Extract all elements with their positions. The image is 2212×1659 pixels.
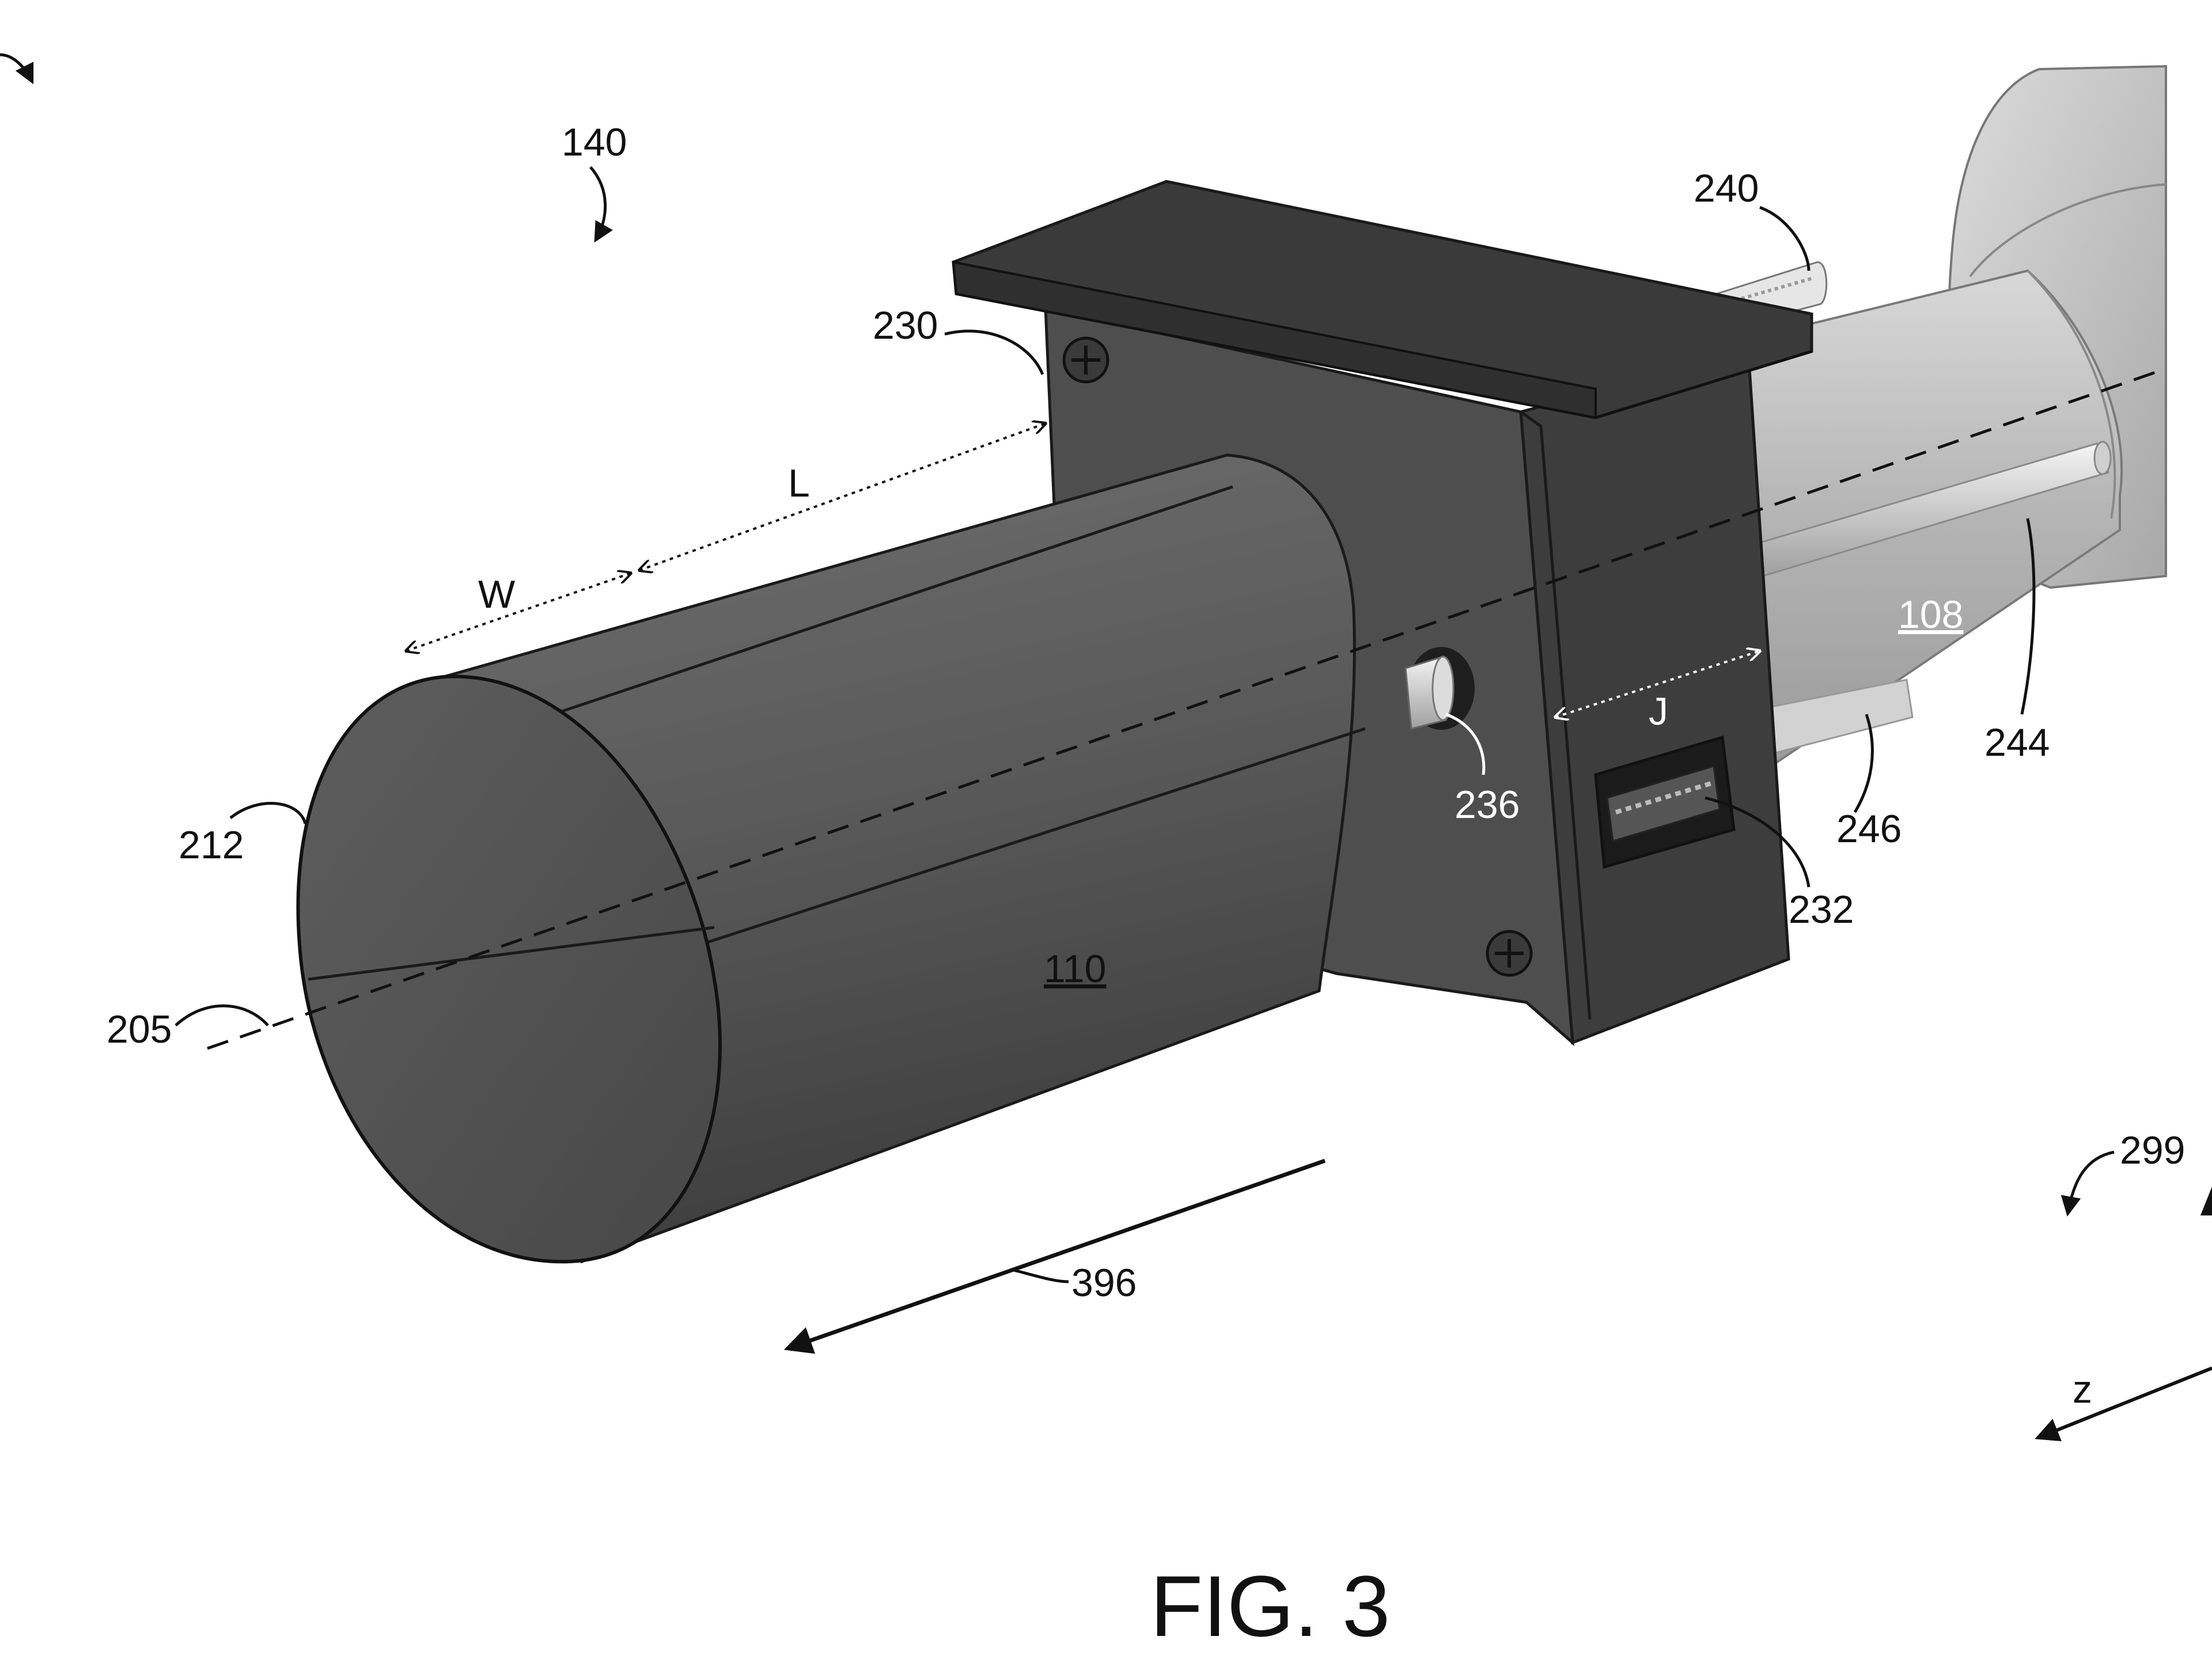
label-110: 110: [1044, 947, 1106, 991]
z-axis-arrow: [2035, 1366, 2212, 1442]
label-236: 236: [1455, 783, 1520, 827]
leader-240: [1759, 206, 1810, 271]
label-299: 299: [2120, 1128, 2185, 1172]
screw-top: [1062, 336, 1109, 384]
leader-232: [1705, 796, 1810, 888]
rod-end: [2093, 441, 2112, 475]
leader-299: [2061, 1150, 2115, 1217]
label-140: 140: [562, 120, 627, 164]
label-l: L: [788, 461, 810, 505]
label-232: 232: [1789, 888, 1854, 931]
label-396: 396: [1071, 1261, 1137, 1305]
label-212: 212: [179, 823, 244, 867]
pin: [1404, 647, 1475, 730]
label-240: 240: [1694, 166, 1759, 210]
label-244: 244: [1984, 721, 2050, 764]
tube-end-seam: [308, 926, 715, 981]
inner-assembly: [1715, 65, 2167, 774]
front-plate-edge: [1520, 410, 1592, 1020]
leader-140: [589, 166, 613, 243]
outer-tube: [296, 453, 1366, 1264]
figure-caption: FIG. 3: [1150, 1558, 1391, 1654]
leader-212: [229, 802, 307, 824]
leader-top-corner: [0, 53, 34, 85]
label-246: 246: [1836, 807, 1902, 851]
leader-236: [1445, 713, 1486, 775]
connector: [1594, 735, 1736, 869]
direction-arrow: [783, 1158, 1326, 1354]
flange-rim: [1969, 183, 2166, 278]
screw-bottom: [1486, 930, 1533, 977]
tube-seam-bottom: [699, 727, 1366, 946]
label-205: 205: [107, 1007, 172, 1051]
inner-tube-edge: [2027, 270, 2116, 519]
leader-244: [2020, 518, 2036, 715]
leader-396: [1013, 1268, 1069, 1283]
label-230: 230: [873, 304, 938, 347]
leader-205: [175, 1004, 269, 1027]
dimension-j-arrow: [1555, 651, 1760, 717]
tube-seam-top: [552, 485, 1233, 716]
label-w: W: [478, 573, 515, 616]
y-axis-arrow-partial: [2200, 1187, 2212, 1215]
leader-230: [944, 329, 1044, 375]
label-z: z: [2073, 1368, 2092, 1411]
label-j: J: [1649, 690, 1668, 733]
top-plate-thickness: [952, 260, 1597, 419]
leader-246: [1853, 714, 1874, 813]
label-108: 108: [1898, 593, 1963, 637]
tube-end-face: [296, 675, 722, 1264]
